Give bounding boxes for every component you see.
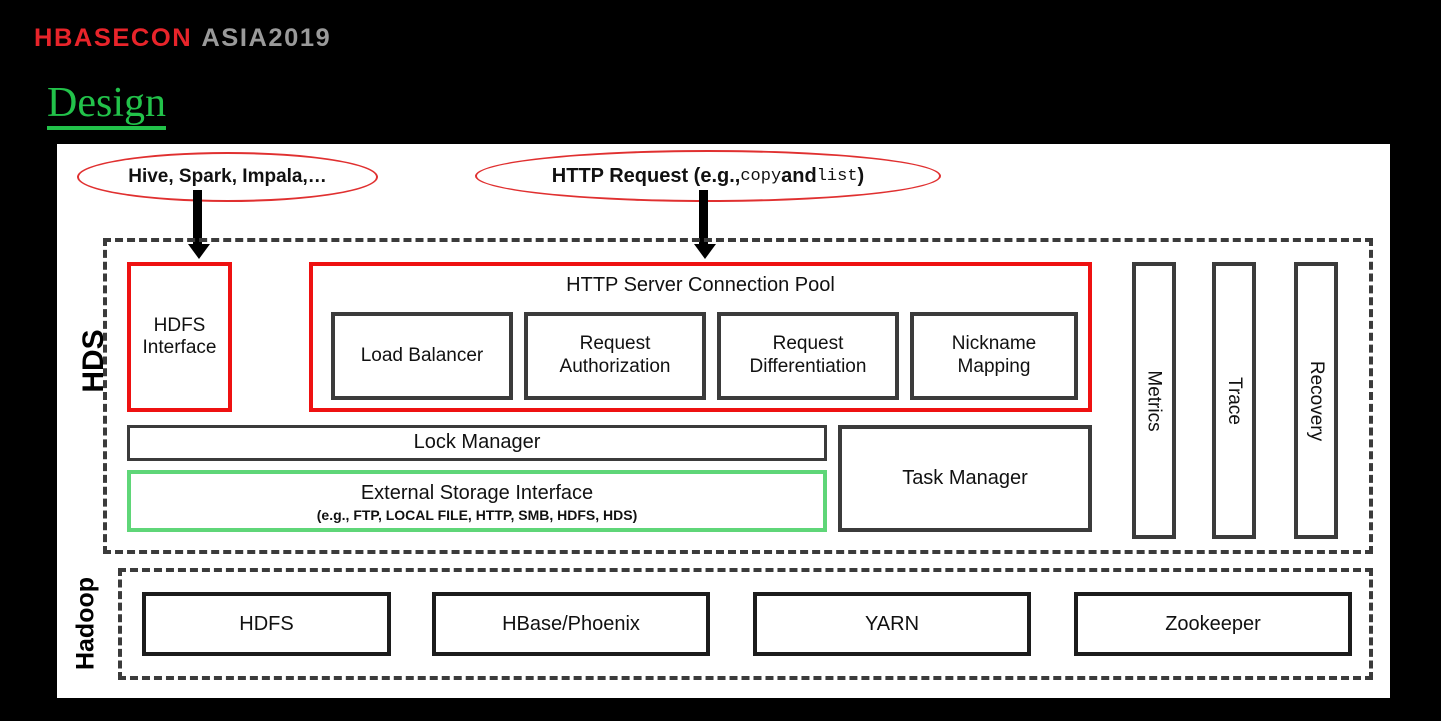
box-hdfs-interface: HDFS Interface <box>127 262 232 412</box>
callout-http-request: HTTP Request (e.g., copy and list) <box>475 150 941 202</box>
box-recovery: Recovery <box>1294 262 1338 539</box>
box-external-storage-subtitle: (e.g., FTP, LOCAL FILE, HTTP, SMB, HDFS,… <box>316 507 638 523</box>
box-hadoop-zookeeper: Zookeeper <box>1074 592 1352 656</box>
box-nickname-mapping-line2: Mapping <box>957 356 1031 377</box>
arrow-head <box>694 244 716 259</box>
conference-logo: HBASECON ASIA2019 <box>34 26 331 51</box>
box-hadoop-zookeeper-label: Zookeeper <box>1165 612 1261 635</box>
box-request-differentiation-line1: Request <box>772 333 844 355</box>
box-lock-manager-label: Lock Manager <box>413 431 541 454</box>
box-request-differentiation-line2: Differentiation <box>749 356 867 377</box>
callout-clients: Hive, Spark, Impala,… <box>77 152 378 202</box>
box-load-balancer: Load Balancer <box>331 312 513 400</box>
box-external-storage-interface: External Storage Interface (e.g., FTP, L… <box>127 470 827 532</box>
hadoop-layer-container <box>118 568 1373 680</box>
box-request-authorization-line2: Authorization <box>559 356 671 377</box>
page-title: Design <box>47 82 166 130</box>
arrow-shaft <box>699 190 708 246</box>
box-metrics: Metrics <box>1132 262 1176 539</box>
box-metrics-label: Metrics <box>1144 369 1166 432</box>
layer-label-hadoop: Hadoop <box>71 576 100 671</box>
box-hdfs-interface-line1: HDFS <box>153 314 206 336</box>
callout-clients-label: Hive, Spark, Impala,… <box>128 166 327 187</box>
box-hadoop-hdfs-label: HDFS <box>239 612 294 635</box>
callout-http-code-copy: copy <box>740 166 782 186</box>
logo-hbasecon: HBASECON <box>34 24 193 52</box>
box-request-differentiation-text: Request Differentiation <box>750 333 867 379</box>
box-external-storage-title: External Storage Interface <box>360 482 594 504</box>
box-lock-manager: Lock Manager <box>127 425 827 461</box>
arrow-shaft <box>193 190 202 246</box>
box-load-balancer-line1: Load Balancer <box>360 344 484 366</box>
box-nickname-mapping-line1: Nickname <box>951 333 1037 355</box>
hds-layer-container <box>103 238 1373 554</box>
box-recovery-label: Recovery <box>1306 360 1327 441</box>
box-load-balancer-text: Load Balancer <box>361 345 484 368</box>
connection-pool-title: HTTP Server Connection Pool <box>566 274 835 296</box>
box-request-authorization: Request Authorization <box>524 312 706 400</box>
box-hadoop-hbase-phoenix: HBase/Phoenix <box>432 592 710 656</box>
box-hadoop-hbase-phoenix-label: HBase/Phoenix <box>502 612 640 635</box>
box-request-authorization-text: Request Authorization <box>560 333 671 379</box>
box-hdfs-interface-text: HDFS Interface <box>143 315 217 360</box>
arrow-down-to-connection-pool <box>694 190 716 259</box>
box-hdfs-interface-line2: Interface <box>142 337 217 358</box>
diagram-canvas: Hive, Spark, Impala,… HTTP Request (e.g.… <box>57 144 1390 698</box>
box-http-server-connection-pool: HTTP Server Connection Pool Load Balance… <box>309 262 1092 412</box>
box-request-differentiation: Request Differentiation <box>717 312 899 400</box>
box-hadoop-yarn: YARN <box>753 592 1031 656</box>
box-request-authorization-line1: Request <box>579 333 651 355</box>
callout-http-code-list: list <box>816 166 858 186</box>
box-hadoop-hdfs: HDFS <box>142 592 391 656</box>
box-nickname-mapping: Nickname Mapping <box>910 312 1078 400</box>
box-task-manager-label: Task Manager <box>902 466 1028 489</box>
arrow-head <box>188 244 210 259</box>
callout-http-middle: and <box>781 164 817 187</box>
box-nickname-mapping-text: Nickname Mapping <box>952 333 1036 379</box>
logo-asia2019: ASIA2019 <box>201 24 332 52</box>
box-trace-label: Trace <box>1224 376 1245 425</box>
box-hadoop-yarn-label: YARN <box>864 612 920 635</box>
box-trace: Trace <box>1212 262 1256 539</box>
callout-http-prefix: HTTP Request (e.g., <box>551 164 741 187</box>
callout-http-suffix: ) <box>857 164 865 187</box>
arrow-down-to-hdfs-interface <box>188 190 210 259</box>
box-task-manager: Task Manager <box>838 425 1092 532</box>
